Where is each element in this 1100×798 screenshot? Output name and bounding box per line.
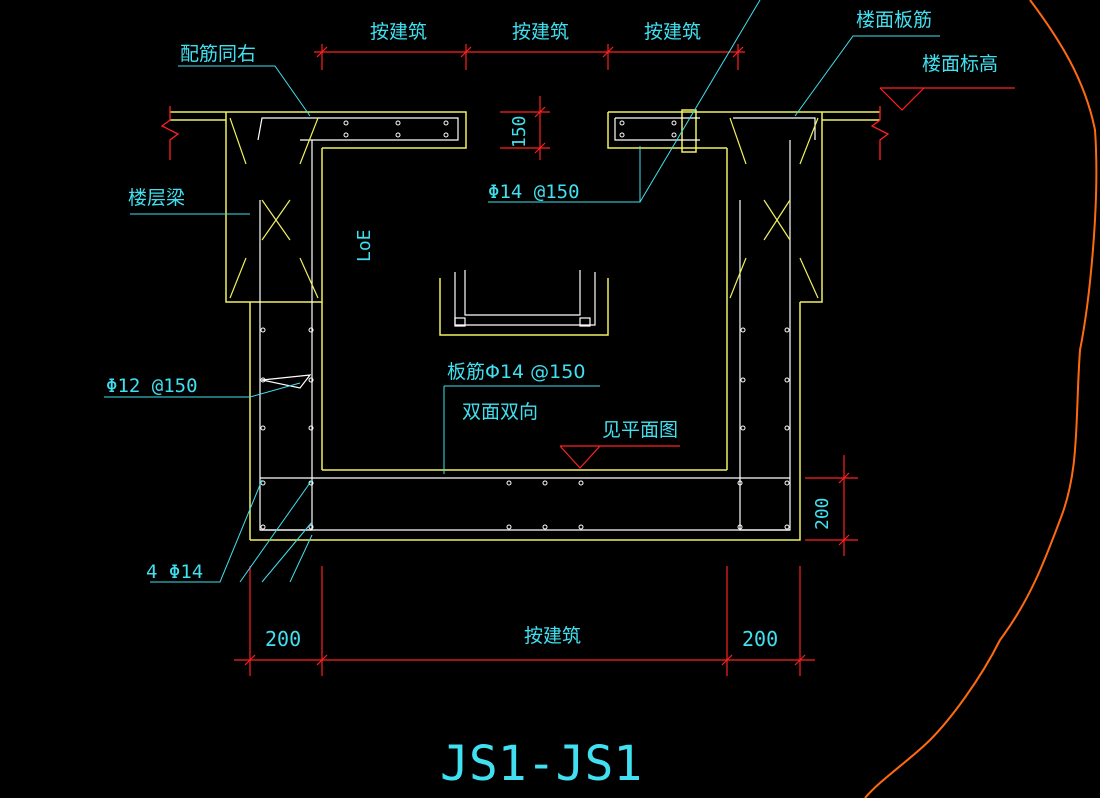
- label-double-layer: 双面双向: [462, 401, 538, 423]
- label-dim-arch-2: 按建筑: [512, 21, 569, 43]
- label-dim-150: 150: [509, 115, 530, 148]
- label-loe: LoE: [354, 229, 375, 262]
- label-dim-arch-3: 按建筑: [644, 21, 701, 43]
- label-floor-beam: 楼层梁: [128, 187, 185, 209]
- label-dim-arch-bottom: 按建筑: [524, 625, 581, 647]
- label-dim-200-right: 200: [812, 497, 833, 530]
- leader-lines: [104, 0, 940, 583]
- drawing-title: JS1-JS1: [440, 736, 642, 792]
- label-floor-elevation: 楼面标高: [922, 53, 998, 75]
- label-slab-rebar: 板筋Φ14 @150: [447, 361, 585, 383]
- label-four-phi14: 4 Φ14: [146, 561, 203, 583]
- concrete-outline: [170, 109, 880, 541]
- label-phi12-150: Φ12 @150: [106, 375, 198, 397]
- label-dim-200-bottom-right: 200: [742, 627, 778, 651]
- label-phi14-150-top: Φ14 @150: [488, 181, 580, 203]
- label-dim-arch-1: 按建筑: [370, 21, 427, 43]
- break-lines: [160, 106, 890, 160]
- label-floor-slab-rebar: 楼面板筋: [856, 9, 932, 31]
- rebar-lines: [257, 117, 816, 531]
- label-see-plan: 见平面图: [602, 419, 678, 441]
- beam-cross-marks: [229, 117, 819, 299]
- rebar-dots: [260, 120, 790, 530]
- boundary-curve: [864, 0, 1098, 798]
- label-dim-200-left: 200: [265, 627, 301, 651]
- label-rebar-same-right: 配筋同右: [180, 43, 256, 65]
- dimension-lines: [234, 44, 1015, 676]
